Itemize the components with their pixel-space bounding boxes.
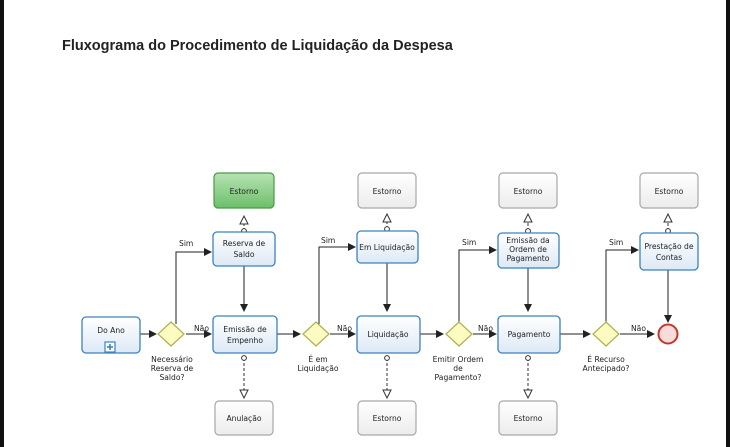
- left-border: [0, 0, 4, 447]
- emissao-empenho-line-1: Emissão de: [223, 325, 267, 334]
- estorno-bottom-3-label: Estorno: [514, 414, 543, 423]
- anulacao-label: Anulação: [226, 414, 261, 423]
- prestacao-line-1: Prestação de: [644, 242, 693, 251]
- gateway-recurso-antecipado: [592, 321, 620, 347]
- gateway-emitir-ordem: [445, 321, 473, 347]
- estorno-bottom-box-3: Estorno: [498, 400, 558, 436]
- prestacao-line-2: Contas: [656, 253, 682, 262]
- gateway-em-liquidacao: [302, 321, 330, 347]
- gateway-labels: Necessário Reserva de Saldo? É em Liquid…: [151, 355, 630, 382]
- estorno-box-2: Estorno: [357, 172, 417, 209]
- g2-line-1: É em: [308, 355, 327, 364]
- liquidacao-label: Liquidação: [367, 330, 408, 339]
- emissao-empenho-line-2: Empenho: [227, 336, 263, 345]
- estorno-bottom-box-2: Estorno: [357, 400, 417, 436]
- do-ano-label: Do Ano: [97, 326, 125, 335]
- estorno-box-4: Estorno: [639, 172, 699, 209]
- emissao-ordem-task: Emissão da Ordem de Pagamento: [497, 232, 560, 269]
- emissao-empenho-task: Emissão de Empenho: [212, 315, 278, 354]
- em-liquidacao-task: Em Liquidação: [356, 230, 419, 264]
- estorno-green-label: Estorno: [230, 187, 259, 196]
- edge-sim-1: Sim: [179, 239, 193, 248]
- estorno-3-label: Estorno: [514, 187, 543, 196]
- reserva-line-2: Saldo: [233, 250, 254, 259]
- end-event: [657, 323, 679, 345]
- g1-line-1: Necessário: [151, 355, 193, 364]
- g3-line-3: Pagamento?: [435, 373, 482, 382]
- anulacao-box: Anulação: [214, 400, 274, 436]
- estorno-bottom-2-label: Estorno: [373, 414, 402, 423]
- g4-line-2: Antecipado?: [583, 364, 630, 373]
- page-title: Fluxograma do Procedimento de Liquidação…: [62, 38, 453, 54]
- estorno-4-label: Estorno: [655, 187, 684, 196]
- liquidacao-task: Liquidação: [356, 315, 421, 354]
- estorno-2-label: Estorno: [373, 187, 402, 196]
- do-ano-subprocess: Do Ano: [81, 316, 141, 354]
- g2-line-2: Liquidação: [297, 364, 338, 373]
- estorno-green-box: Estorno: [213, 172, 275, 209]
- edge-sim-2: Sim: [321, 236, 335, 245]
- gateway-reserva-saldo: [157, 321, 185, 347]
- g3-line-2: de: [453, 364, 463, 373]
- g1-line-2: Reserva de: [151, 364, 194, 373]
- emissao-ordem-line-2: Ordem de: [509, 245, 547, 254]
- edge-nao-3: Não: [478, 324, 493, 333]
- right-border: [726, 0, 730, 447]
- em-liquidacao-label: Em Liquidação: [359, 243, 415, 252]
- g4-line-1: É Recurso: [587, 355, 625, 364]
- reserva-saldo-task: Reserva de Saldo: [212, 231, 276, 267]
- prestacao-contas-task: Prestação de Contas: [639, 232, 699, 271]
- g3-line-1: Emitir Ordem: [433, 355, 484, 364]
- pagamento-label: Pagamento: [508, 330, 551, 339]
- estorno-box-3: Estorno: [498, 172, 558, 209]
- connectors: [140, 243, 672, 338]
- edge-nao-2: Não: [337, 324, 352, 333]
- reserva-line-1: Reserva de: [223, 239, 266, 248]
- edge-nao-1: Não: [194, 324, 209, 333]
- edge-nao-4: Não: [631, 324, 646, 333]
- emissao-ordem-line-1: Emissão da: [506, 236, 549, 245]
- pagamento-task: Pagamento: [497, 315, 561, 354]
- edge-sim-3: Sim: [462, 238, 476, 247]
- g1-line-3: Saldo?: [159, 373, 184, 382]
- edge-labels: Sim Não Sim Não Sim Não Sim Não: [179, 236, 646, 333]
- expand-plus-icon: [104, 341, 116, 353]
- edge-sim-4: Sim: [609, 238, 623, 247]
- emissao-ordem-line-3: Pagamento: [507, 254, 550, 263]
